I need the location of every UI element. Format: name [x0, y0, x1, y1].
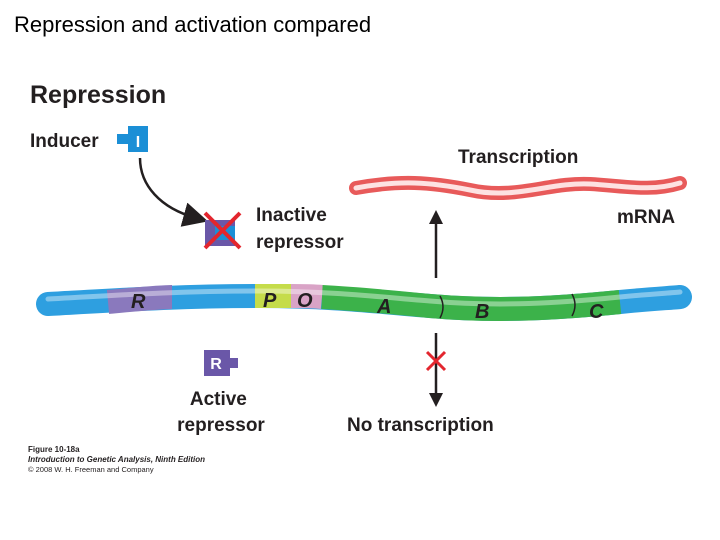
inactive-repressor-icon	[203, 211, 242, 250]
blocked-transcription-arrow	[425, 333, 447, 407]
label-r: R	[131, 291, 146, 313]
genes-region	[321, 285, 622, 321]
active-repressor-icon: R	[204, 350, 238, 376]
mrna-label: mRNA	[617, 207, 675, 228]
dna-strand	[36, 283, 692, 321]
region-o	[290, 284, 324, 309]
binding-arrow	[138, 157, 209, 227]
book-title: Introduction to Genetic Analysis, Ninth …	[28, 455, 206, 464]
label-o: O	[297, 290, 313, 312]
inactive-repressor-label: Inactive repressor	[256, 205, 344, 253]
transcription-label: Transcription	[458, 147, 578, 168]
svg-text:I: I	[136, 134, 140, 151]
slide-title: Repression and activation compared	[14, 12, 372, 37]
mrna-strand	[349, 175, 687, 200]
repression-heading: Repression	[30, 81, 166, 109]
label-p: P	[263, 290, 277, 312]
transcription-arrow	[429, 210, 443, 278]
label-b: B	[475, 301, 489, 323]
inducer-label: Inducer	[30, 131, 99, 152]
active-repressor-label: Active repressor	[177, 389, 265, 436]
label-c: C	[589, 301, 604, 323]
no-transcription-label: No transcription	[347, 415, 494, 436]
inducer-icon: I	[117, 126, 148, 152]
label-a: A	[376, 296, 391, 318]
figure-number: Figure 10-18a	[28, 445, 80, 454]
copyright: © 2008 W. H. Freeman and Company	[28, 465, 154, 474]
figure-caption: Figure 10-18a Introduction to Genetic An…	[28, 445, 205, 475]
region-r	[106, 285, 173, 314]
svg-text:R: R	[210, 356, 222, 373]
